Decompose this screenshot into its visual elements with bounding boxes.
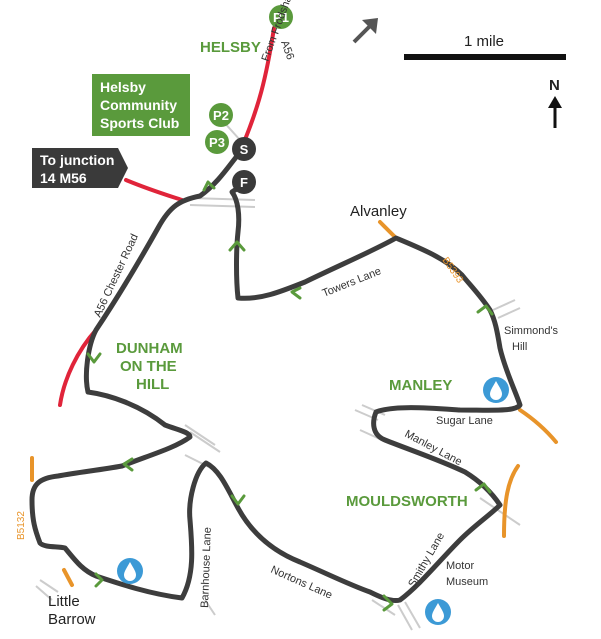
cycle-route	[29, 145, 523, 603]
svg-text:Sports Club: Sports Club	[100, 115, 179, 131]
scale-bar: 1 mile	[404, 33, 566, 60]
arrow-up-right-icon	[352, 18, 378, 44]
place-little-barrow-2: Barrow	[48, 611, 96, 628]
water-drop-icon	[117, 558, 143, 584]
svg-text:N: N	[549, 77, 560, 94]
marker-p1: P1	[269, 5, 293, 29]
place-dunham-2: ON THE	[120, 358, 177, 375]
road-b5132: B5132	[16, 511, 27, 540]
road-simmonds-1: Simmond's	[504, 325, 559, 337]
svg-text:14 M56: 14 M56	[40, 170, 87, 186]
marker-start: S	[232, 137, 256, 161]
b-roads	[30, 220, 558, 587]
svg-text:P3: P3	[209, 135, 225, 150]
svg-text:Helsby: Helsby	[100, 79, 146, 95]
place-alvanley: Alvanley	[350, 203, 407, 220]
north-arrow: N	[548, 77, 562, 128]
svg-text:F: F	[240, 175, 248, 190]
svg-text:P2: P2	[213, 108, 229, 123]
marker-p3: P3	[205, 130, 229, 154]
place-dunham-3: HILL	[136, 376, 169, 393]
place-manley: MANLEY	[389, 377, 452, 394]
road-simmonds-2: Hill	[512, 341, 527, 353]
road-sugar-lane: Sugar Lane	[436, 415, 493, 427]
label-motor-museum-2: Museum	[446, 576, 488, 588]
road-nortons-lane: Nortons Lane	[269, 564, 334, 602]
place-little-barrow-1: Little	[48, 593, 80, 610]
svg-text:Community: Community	[100, 97, 177, 113]
water-drop-icon	[425, 599, 451, 625]
svg-text:S: S	[240, 142, 249, 157]
place-helsby: HELSBY	[200, 39, 261, 56]
road-a56-frodsham-1: A56	[278, 39, 296, 62]
svg-text:P1: P1	[273, 10, 289, 25]
place-dunham-1: DUNHAM	[116, 340, 183, 357]
sports-club-box: Helsby Community Sports Club	[92, 74, 190, 136]
minor-roads	[35, 119, 521, 631]
road-b5393: B5393	[440, 255, 466, 285]
direction-arrow-icon	[86, 180, 494, 612]
road-a56-chester: A56 Chester Road	[92, 232, 141, 319]
marker-finish: F	[232, 170, 256, 194]
place-mouldsworth: MOULDSWORTH	[346, 493, 468, 510]
svg-text:1 mile: 1 mile	[464, 33, 504, 50]
water-drop-icon	[483, 377, 509, 403]
label-motor-museum-1: Motor	[446, 560, 474, 572]
svg-text:To junction: To junction	[40, 152, 114, 168]
junction-box: To junction 14 M56	[32, 148, 128, 188]
marker-p2: P2	[209, 103, 233, 127]
road-barnhouse-lane: Barnhouse Lane	[199, 527, 214, 608]
